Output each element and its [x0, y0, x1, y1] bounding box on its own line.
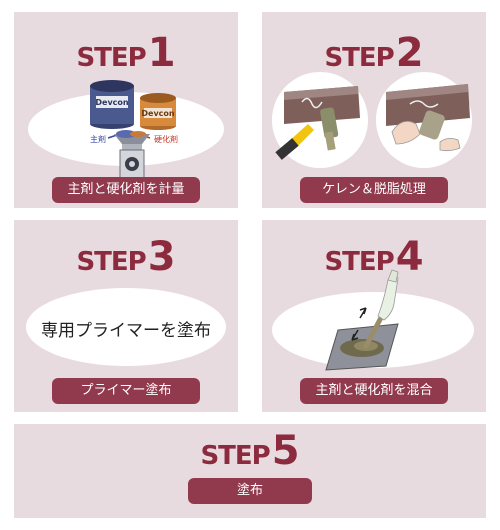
svg-text:主剤: 主剤 [90, 134, 106, 144]
step2-word: STEP [324, 43, 394, 73]
step2-number: 2 [395, 30, 424, 76]
svg-text:Devcon: Devcon [141, 109, 175, 118]
hardener-can-icon: Devcon [140, 93, 176, 130]
step1-title: STEP1 [14, 30, 238, 76]
svg-text:硬化剤: 硬化剤 [154, 134, 178, 144]
step5-title: STEP5 [14, 428, 486, 474]
step4-word: STEP [324, 247, 394, 277]
step4-panel: STEP4 主剤と硬化剤を混合 [262, 220, 486, 412]
step3-panel: STEP3 専用プライマーを塗布 プライマー塗布 [14, 220, 238, 412]
step3-number: 3 [147, 234, 176, 280]
step4-label: 主剤と硬化剤を混合 [300, 378, 448, 404]
step3-word: STEP [76, 247, 146, 277]
step5-word: STEP [200, 441, 270, 471]
mixing-illustration [325, 269, 399, 371]
step4-number: 4 [395, 234, 424, 280]
step3-oval [26, 288, 226, 366]
svg-text:Devcon: Devcon [95, 98, 129, 107]
step1-word: STEP [76, 43, 146, 73]
step1-label: 主剤と硬化剤を計量 [52, 177, 200, 203]
step3-title: STEP3 [14, 234, 238, 280]
step3-oval-text: 専用プライマーを塗布 [41, 321, 211, 341]
base-resin-can-icon: Devcon [90, 80, 134, 129]
step5-label: 塗布 [188, 478, 312, 504]
step1-number: 1 [147, 30, 176, 76]
step5-panel: STEP5 塗布 [14, 424, 486, 518]
step4-title: STEP4 [262, 234, 486, 280]
step2-title: STEP2 [262, 30, 486, 76]
step2-panel: STEP2 ケレン＆脱脂処理 [262, 12, 486, 208]
step2-label: ケレン＆脱脂処理 [300, 177, 448, 203]
weighing-illustration: Devcon Devcon 主剤 硬化剤 [90, 80, 178, 179]
scale-icon [114, 130, 150, 179]
step1-panel: STEP1 Devcon Devcon 主剤 硬化剤 [14, 12, 238, 208]
step5-number: 5 [271, 428, 300, 474]
step3-label: プライマー塗布 [52, 378, 200, 404]
degreasing-illustration [272, 72, 472, 168]
